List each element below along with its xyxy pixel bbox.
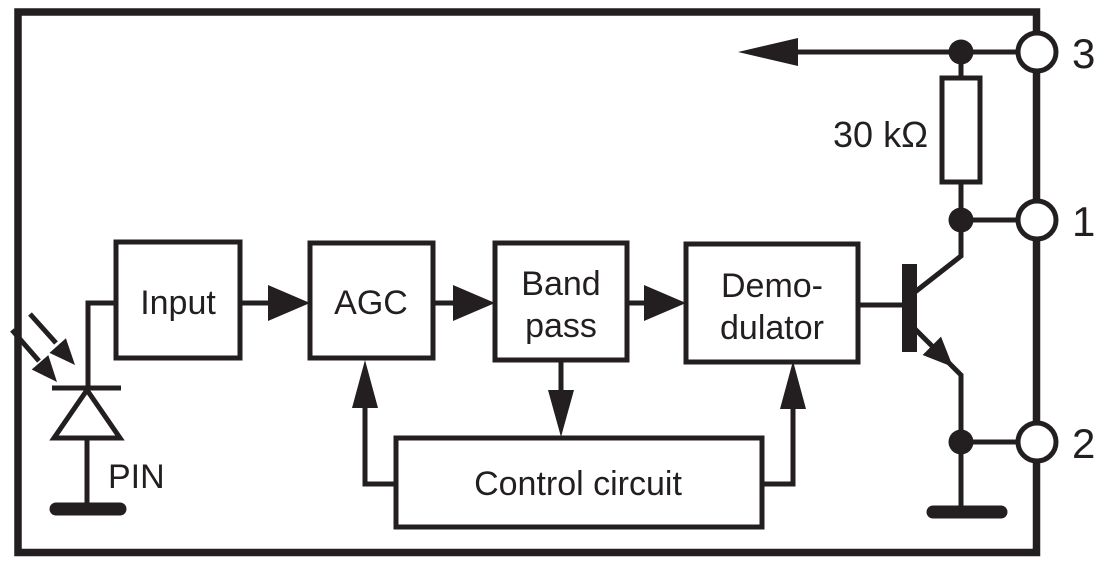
block-demodulator: Demo- dulator xyxy=(683,241,861,365)
output-arrow xyxy=(738,38,1037,66)
feedback-arrow-control-to-agc xyxy=(352,360,396,487)
arrowhead-icon xyxy=(453,285,495,321)
arrowhead-icon xyxy=(268,285,310,321)
pin-number-label: 1 xyxy=(1072,198,1095,245)
light-ray-arrowhead xyxy=(31,355,57,382)
block-control-circuit-box xyxy=(393,435,765,530)
resistor-30k xyxy=(939,52,983,222)
block-input-label: Input xyxy=(140,284,216,322)
transistor-emitter-arrowhead-icon xyxy=(922,336,953,367)
signal-arrow-input-to-agc xyxy=(240,285,310,321)
block-demodulator-label-line1: Demo- xyxy=(721,267,823,305)
photodiode-label: PIN xyxy=(108,458,165,496)
block-demodulator-box xyxy=(683,241,861,365)
pin-terminal-circle xyxy=(1015,198,1059,242)
pin-terminal-1: 1 xyxy=(1015,198,1095,245)
block-agc: AGC xyxy=(307,240,436,361)
block-agc-label: AGC xyxy=(334,284,408,322)
transistor xyxy=(902,224,964,442)
block-input-box xyxy=(113,239,243,361)
module-outline xyxy=(14,8,1041,557)
resistor-label: 30 kΩ xyxy=(833,114,928,155)
junction-dot xyxy=(948,207,974,233)
block-demodulator-label-line2: dulator xyxy=(720,309,824,347)
feedback-line xyxy=(362,404,396,487)
block-agc-box xyxy=(307,240,436,361)
photodiode xyxy=(49,300,127,516)
block-input: Input xyxy=(113,239,243,361)
photodiode-anode-triangle xyxy=(49,385,125,441)
pin-terminal-circle xyxy=(1015,30,1059,74)
signal-arrow-bandpass-to-demodulator xyxy=(627,285,686,321)
junction-dot xyxy=(948,39,974,65)
arrowhead-icon xyxy=(548,390,574,437)
light-ray-icon xyxy=(10,328,57,382)
light-ray-line xyxy=(10,328,41,363)
block-bandpass: Band pass xyxy=(492,240,630,363)
arrowhead-icon xyxy=(738,38,798,66)
signal-arrow-agc-to-bandpass xyxy=(433,285,495,321)
pin-number-label: 2 xyxy=(1072,420,1095,467)
light-ray-arrowhead xyxy=(49,338,75,365)
feedback-arrow-bandpass-to-control xyxy=(548,360,574,437)
block-control-circuit: Control circuit xyxy=(393,435,765,530)
pin-terminal-circle xyxy=(1015,420,1059,464)
light-ray-icon xyxy=(28,312,75,365)
block-bandpass-label-line1: Band xyxy=(521,265,600,303)
arrowhead-icon xyxy=(644,285,686,321)
transistor-base-bar xyxy=(902,264,917,352)
transistor-emitter xyxy=(913,327,964,442)
transistor-collector xyxy=(913,224,964,294)
pin-terminal-3: 3 xyxy=(1015,30,1095,77)
pin-number-label: 3 xyxy=(1072,30,1095,77)
junction-dot xyxy=(948,429,974,455)
pin-terminal-2: 2 xyxy=(1015,420,1095,467)
block-control-circuit-label: Control circuit xyxy=(474,465,682,503)
arrowhead-icon xyxy=(352,360,378,408)
photodiode-wire xyxy=(85,300,116,388)
feedback-arrow-control-to-demodulator xyxy=(762,361,806,487)
block-bandpass-label-line2: pass xyxy=(525,307,597,345)
light-ray-line xyxy=(28,312,58,345)
feedback-line xyxy=(762,404,796,487)
resistor-body xyxy=(939,75,983,185)
arrowhead-icon xyxy=(780,361,806,409)
